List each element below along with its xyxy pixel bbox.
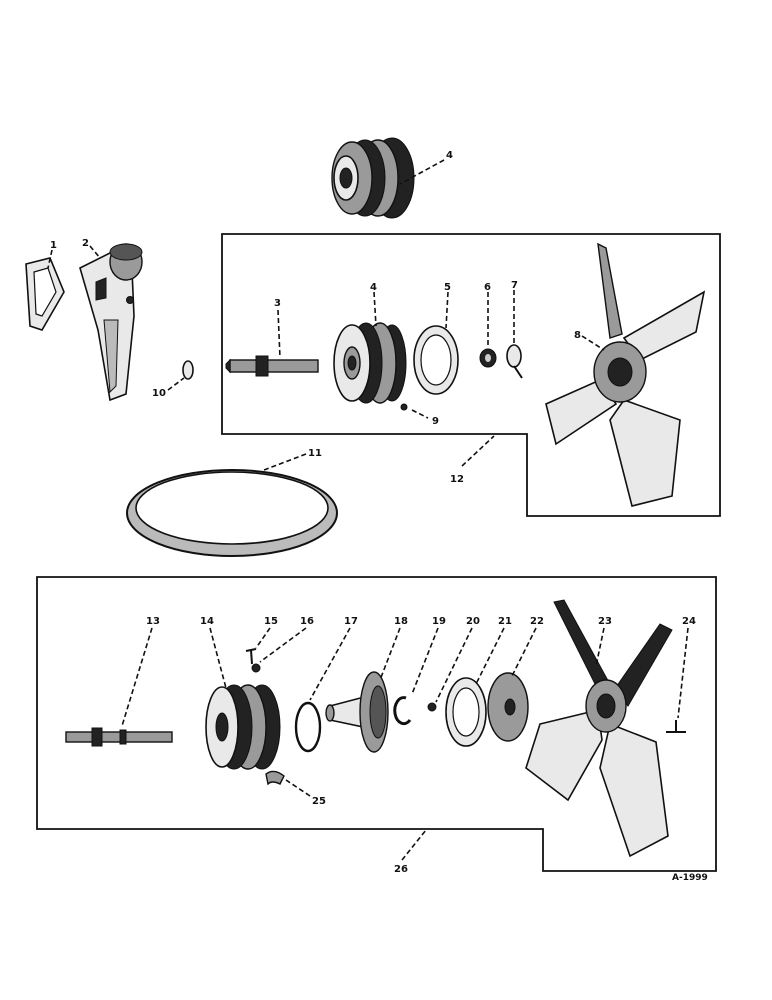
- shaft-part: [225, 355, 319, 377]
- washer-part: [182, 360, 194, 380]
- callout-5: 5: [444, 282, 451, 293]
- callout-25: 25: [312, 796, 326, 807]
- pin-part: [400, 403, 408, 411]
- group-26-frame: [36, 576, 717, 872]
- callout-17: 17: [344, 616, 358, 627]
- callout-14: 14: [200, 616, 214, 627]
- gasket-part: [25, 257, 65, 331]
- nut-part: [479, 348, 497, 368]
- leader-lines: [47, 159, 689, 861]
- callout-22: 22: [530, 616, 544, 627]
- fan-belt: [126, 469, 338, 557]
- callout-18: 18: [394, 616, 408, 627]
- callout-4: 4: [370, 282, 377, 293]
- callout-9: 9: [432, 416, 439, 427]
- callout-labels: 4 1 2 3 4 5 6 7 8 9 10 11 12 13 14 15 16…: [50, 150, 696, 875]
- fan-blade-4: [545, 242, 706, 507]
- flange-gasket: [413, 325, 459, 395]
- o-ring-part: [294, 701, 322, 753]
- callout-13: 13: [146, 616, 160, 627]
- callout-7: 7: [511, 280, 518, 291]
- callout-1: 1: [50, 240, 57, 251]
- group-12-frame: [221, 233, 721, 517]
- callout-4-top: 4: [446, 150, 453, 161]
- retainer-part: [427, 702, 437, 712]
- callout-6: 6: [484, 282, 491, 293]
- set-screw-part: [245, 648, 257, 665]
- callout-2: 2: [82, 238, 89, 249]
- pulley-assembly: [205, 684, 281, 770]
- callout-23: 23: [598, 616, 612, 627]
- callout-10: 10: [152, 388, 166, 399]
- callout-12: 12: [450, 474, 464, 485]
- seal-plate-part: [487, 672, 529, 742]
- ball-part: [251, 663, 261, 673]
- pulley-part: [333, 322, 407, 404]
- figure-reference: A-1999: [672, 873, 708, 883]
- callout-3: 3: [274, 298, 281, 309]
- water-pump-housing: [79, 243, 143, 402]
- callout-20: 20: [466, 616, 480, 627]
- bolt-part: [666, 720, 686, 733]
- shaft-bearing-part: [65, 727, 173, 747]
- top-pulley: [331, 137, 415, 219]
- lock-washer-part: [506, 344, 523, 379]
- callout-24: 24: [682, 616, 696, 627]
- fan-hub: [325, 671, 389, 753]
- seal-gasket-part: [445, 677, 487, 747]
- callout-26: 26: [394, 864, 408, 875]
- callout-8: 8: [574, 330, 581, 341]
- key-part: [265, 770, 285, 786]
- callout-21: 21: [498, 616, 512, 627]
- callout-15: 15: [264, 616, 278, 627]
- callout-19: 19: [432, 616, 446, 627]
- fan-blade-large: [525, 599, 673, 858]
- snap-ring-part: [393, 696, 412, 726]
- callout-16: 16: [300, 616, 314, 627]
- callout-11: 11: [308, 448, 322, 459]
